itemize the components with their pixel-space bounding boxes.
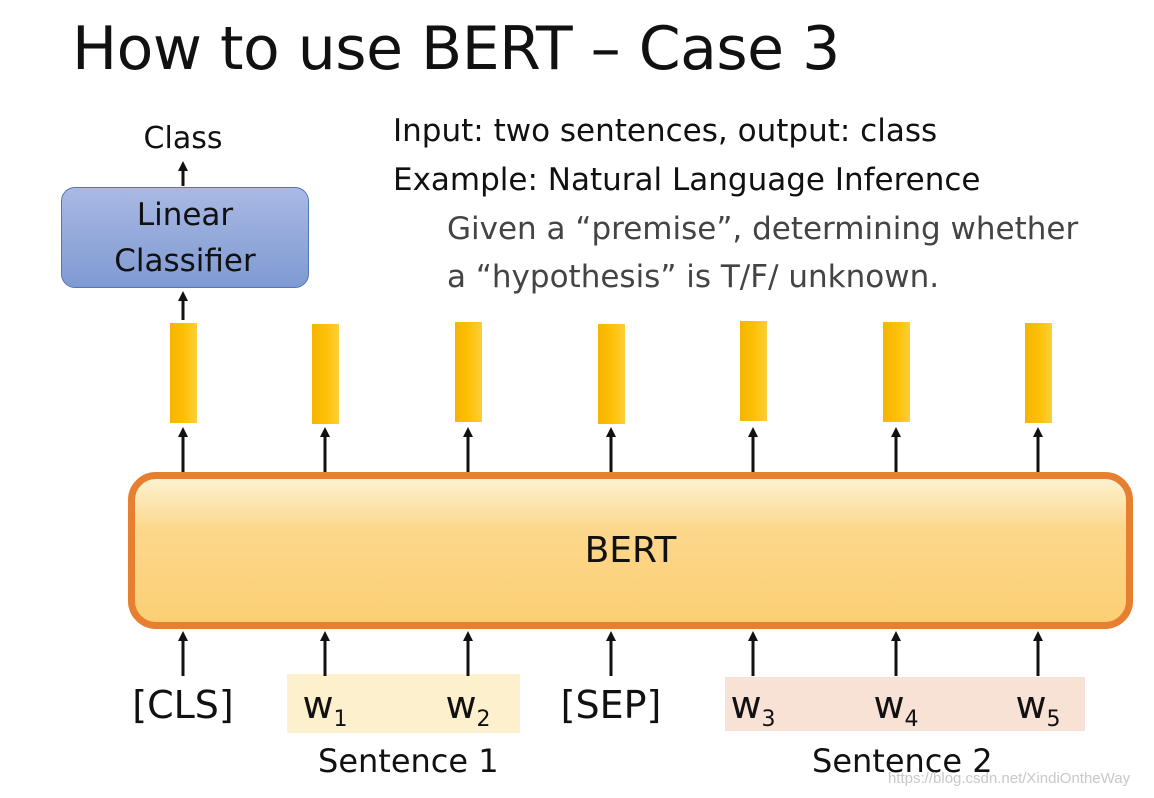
- embedding-vector: [1025, 323, 1052, 423]
- token-text: w: [730, 683, 762, 727]
- embedding-vector: [455, 322, 482, 422]
- token-text: [CLS]: [132, 683, 234, 727]
- token-0: [CLS]: [113, 683, 253, 727]
- sentence-2-highlight: [725, 677, 1085, 731]
- token-2: w2: [398, 683, 538, 732]
- classifier-label-line-2: Classifier: [114, 242, 256, 279]
- embedding-vector: [170, 323, 197, 423]
- classifier-label-line-1: Linear: [136, 196, 234, 233]
- token-5: w4: [826, 683, 966, 732]
- token-subscript: 5: [1046, 707, 1061, 732]
- token-text: w: [873, 683, 905, 727]
- sentence-1-highlight: [287, 674, 520, 733]
- token-subscript: 2: [476, 707, 491, 732]
- embedding-vector: [740, 321, 767, 421]
- watermark-url: https://blog.csdn.net/XindiOntheWay: [888, 770, 1131, 787]
- token-text: w: [445, 683, 477, 727]
- embedding-vector: [598, 324, 625, 424]
- token-4: w3: [683, 683, 823, 732]
- token-subscript: 4: [904, 707, 919, 732]
- token-text: w: [302, 683, 334, 727]
- bert-label: BERT: [584, 530, 677, 571]
- embedding-vector: [883, 322, 910, 422]
- embedding-vector: [312, 324, 339, 424]
- token-subscript: 3: [761, 707, 776, 732]
- class-output-label: Class: [143, 121, 223, 156]
- token-1: w1: [255, 683, 395, 732]
- input-output-description: Input: two sentences, output: class: [393, 113, 938, 149]
- bert-model-box: BERT: [128, 472, 1133, 629]
- token-6: w5: [968, 683, 1108, 732]
- example-description: Example: Natural Language Inference: [393, 162, 981, 198]
- token-text: [SEP]: [560, 683, 662, 727]
- token-subscript: 1: [333, 707, 348, 732]
- sentence-1-label: Sentence 1: [318, 742, 499, 780]
- token-3: [SEP]: [541, 683, 681, 727]
- nli-detail-line-1: Given a “premise”, determining whether: [447, 211, 1079, 247]
- sentence-2-label: Sentence 2: [812, 742, 993, 780]
- linear-classifier-box: Linear Classifier: [61, 187, 309, 288]
- slide-title: How to use BERT – Case 3: [72, 14, 840, 84]
- nli-detail-line-2: a “hypothesis” is T/F/ unknown.: [447, 259, 940, 295]
- token-text: w: [1015, 683, 1047, 727]
